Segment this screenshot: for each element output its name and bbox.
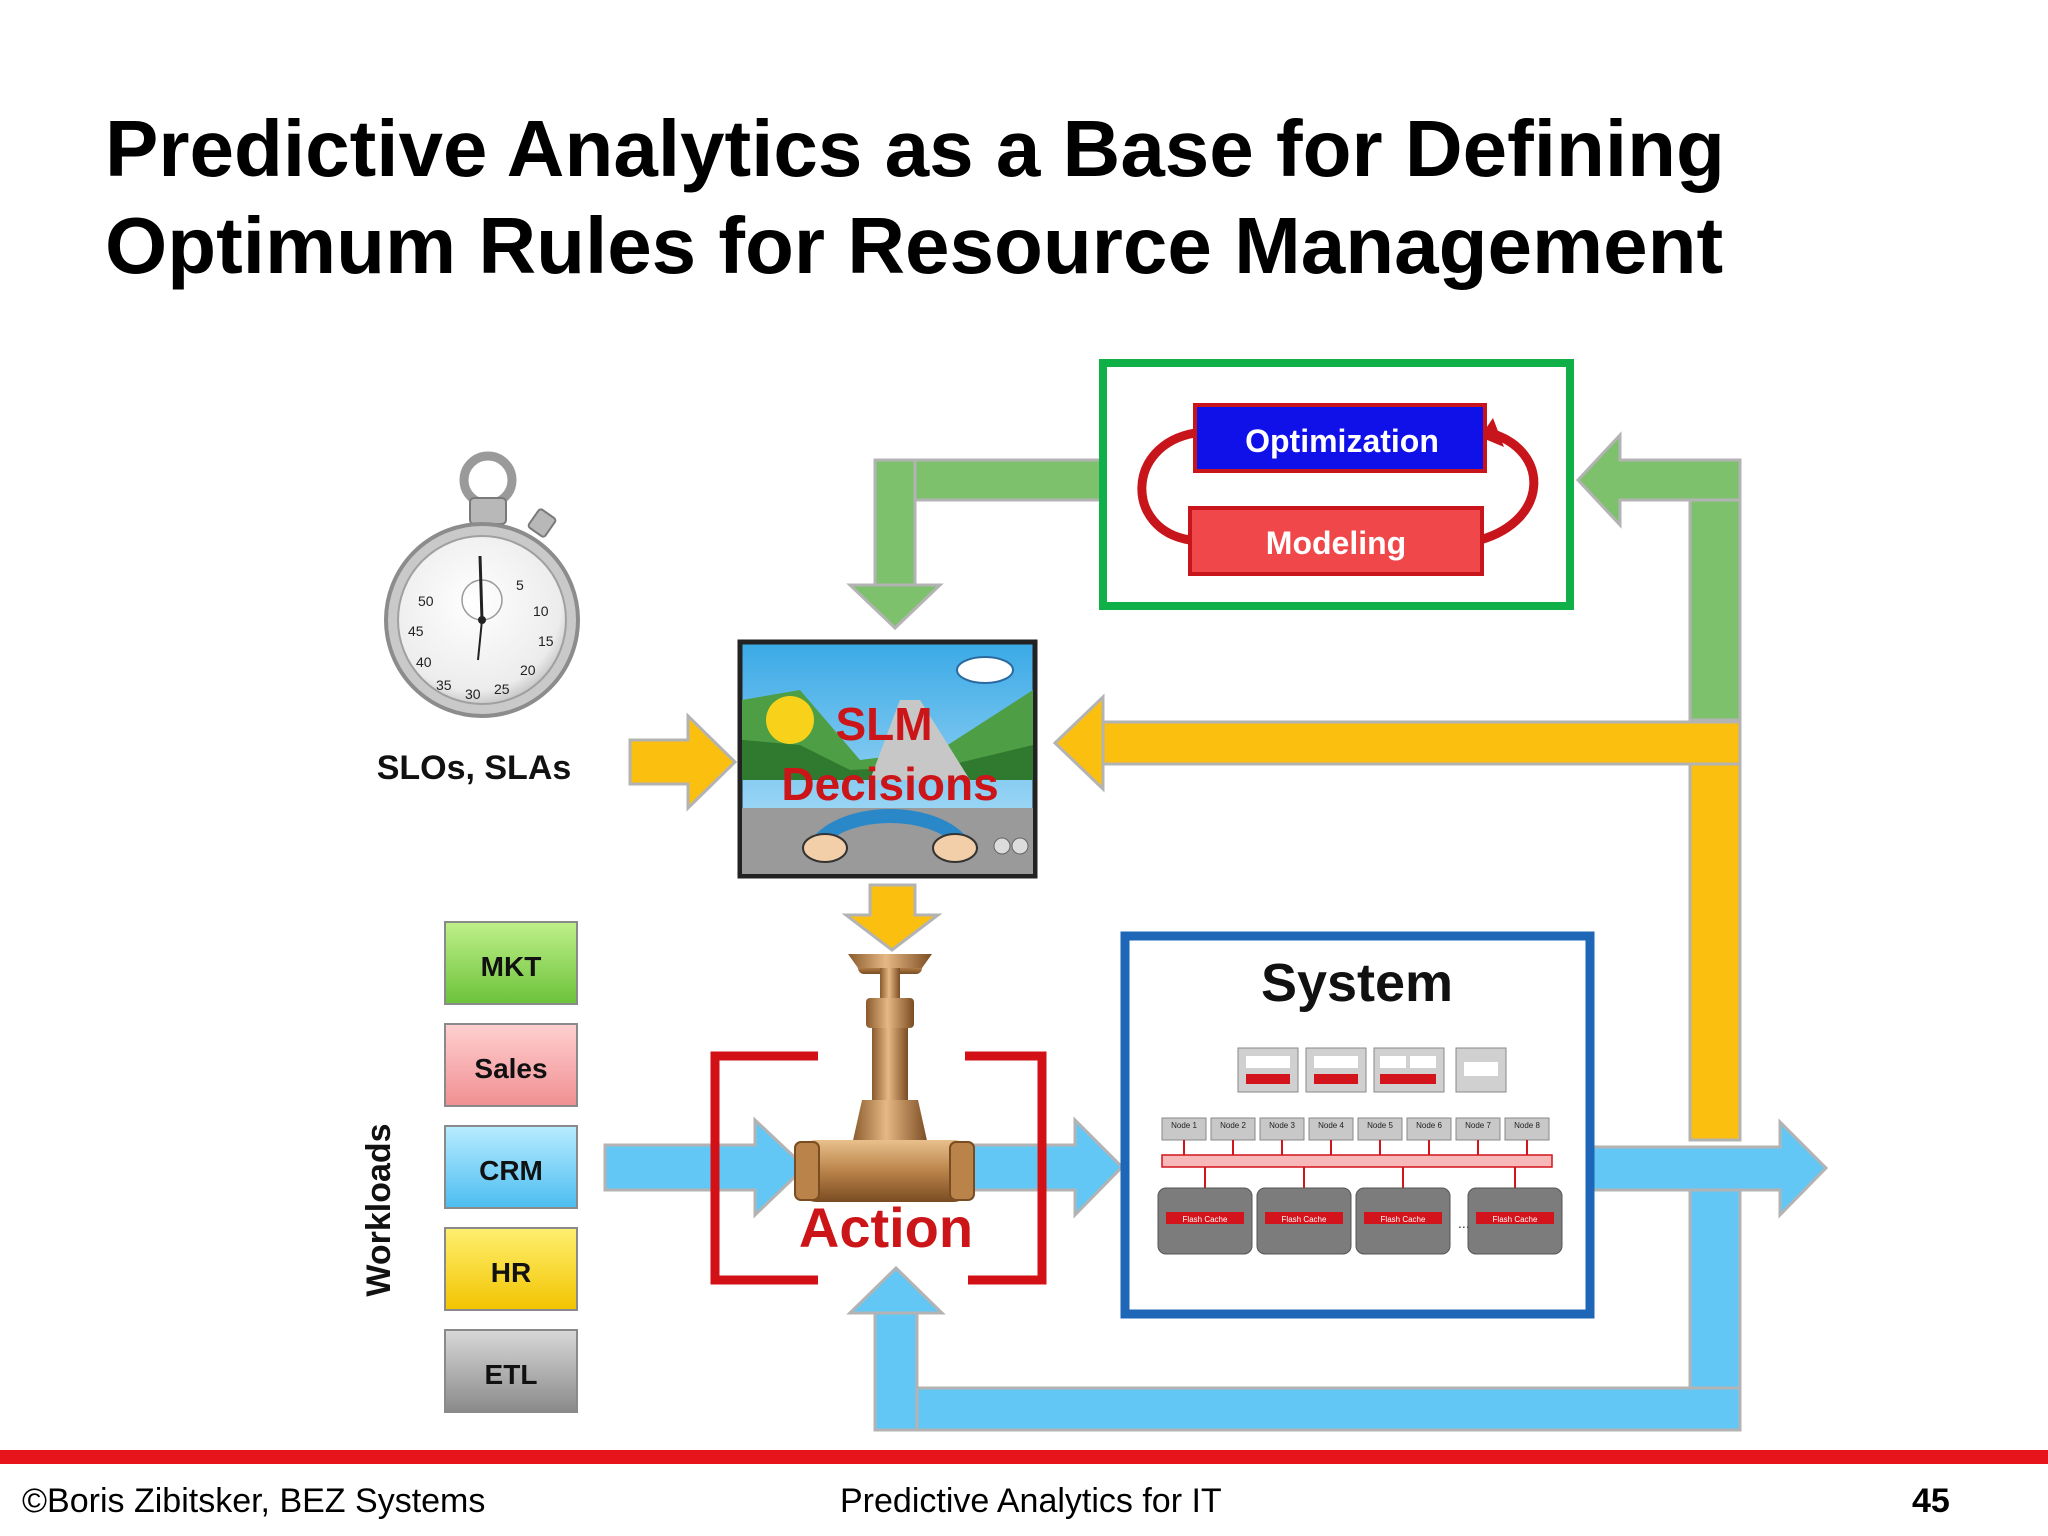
vm-row	[1237, 1047, 1507, 1093]
loop-arrow-right	[1478, 428, 1539, 545]
title-line-2: Optimum Rules for Resource Management	[105, 201, 1724, 290]
footer-bar	[0, 1450, 2048, 1464]
gold-feedback-arrow	[1052, 693, 1742, 1142]
storage-cell-1-label: Flash Cache	[1183, 1215, 1228, 1224]
workload-sales	[444, 1023, 578, 1107]
workload-list: MKT Sales CRM HR ETL	[444, 921, 578, 1413]
decisions-label: Decisions	[781, 758, 998, 810]
storage-ellipsis: ...	[1458, 1215, 1470, 1231]
footer-title: Predictive Analytics for IT	[840, 1482, 1222, 1520]
optimization-box	[1193, 403, 1487, 473]
system-title: System	[1261, 953, 1453, 1013]
watch-num-50: 50	[418, 593, 434, 609]
workload-etl	[444, 1329, 578, 1413]
workload-crm	[444, 1125, 578, 1209]
storage-cell-2-label: Flash Cache	[1282, 1215, 1327, 1224]
storage-cell-4-label: Flash Cache	[1493, 1215, 1538, 1224]
workload-crm-label: CRM	[479, 1155, 543, 1186]
db-node-label: Node 7	[1465, 1121, 1491, 1130]
modeling-label: Modeling	[1266, 525, 1406, 561]
slm-decisions-panel: SLM Decisions	[737, 639, 1038, 879]
workload-etl-label: ETL	[485, 1359, 538, 1390]
storage-cell-3-label: Flash Cache	[1381, 1215, 1426, 1224]
db-node-label: Node 8	[1514, 1121, 1540, 1130]
watch-num-45: 45	[408, 623, 424, 639]
watch-num-10: 10	[533, 603, 549, 619]
storage-cell-row: Flash Cache Flash Cache Flash Cache ... …	[1157, 1187, 1563, 1255]
footer-copyright: ©Boris Zibitsker, BEZ Systems	[22, 1482, 486, 1520]
workload-hr	[444, 1227, 578, 1311]
workload-hr-label: HR	[491, 1257, 531, 1288]
db-node-label: Node 6	[1416, 1121, 1442, 1130]
slide-title: Predictive Analytics as a Base for Defin…	[105, 100, 1955, 294]
interconnect-lines	[1183, 1140, 1528, 1188]
slo-input-arrow	[628, 712, 738, 812]
blue-feedback-arrow	[846, 1188, 1742, 1432]
loop-arrow-left	[1137, 428, 1196, 545]
modeling-box	[1188, 506, 1484, 576]
stopwatch-icon: 5 10 15 20 25 30 35 40 45 50	[384, 451, 580, 718]
workload-mkt	[444, 921, 578, 1005]
workloads-label: Workloads	[360, 1123, 398, 1296]
green-feedback-arrow	[846, 431, 1742, 722]
steering-wheel-icon	[814, 809, 966, 846]
valve-icon	[794, 954, 975, 1202]
optimization-label: Optimization	[1245, 423, 1439, 459]
db-node-label: Node 4	[1318, 1121, 1344, 1130]
db-node-label: Node 2	[1220, 1121, 1246, 1130]
system-box: System Node 1 Node 2 Node 3 Node 4	[1120, 931, 1595, 1319]
network-switch-bar	[1161, 1154, 1553, 1168]
watch-num-20: 20	[520, 662, 536, 678]
action-frame	[710, 1051, 1047, 1285]
watch-num-40: 40	[416, 654, 432, 670]
slm-label: SLM	[835, 698, 932, 750]
watch-num-15: 15	[538, 633, 554, 649]
cloud-icon	[956, 656, 1014, 684]
db-node-label: Node 3	[1269, 1121, 1295, 1130]
system-output-arrow	[1588, 1118, 1829, 1219]
workload-input-arrow	[603, 1116, 808, 1219]
watch-num-5: 5	[516, 577, 524, 593]
sun-icon	[766, 696, 814, 744]
watch-num-30: 30	[465, 686, 481, 702]
title-line-1: Predictive Analytics as a Base for Defin…	[105, 104, 1725, 193]
db-node-label: Node 5	[1367, 1121, 1393, 1130]
workload-mkt-label: MKT	[481, 951, 542, 982]
workload-sales-label: Sales	[474, 1053, 547, 1084]
db-node-label: Node 1	[1171, 1121, 1197, 1130]
action-label: Action	[799, 1196, 973, 1259]
page-number: 45	[1912, 1482, 1950, 1520]
decision-down-arrow	[841, 883, 943, 952]
slos-slas-label: SLOs, SLAs	[377, 749, 572, 787]
optimization-loop-box: Optimization Modeling	[1099, 359, 1574, 610]
watch-num-35: 35	[436, 677, 452, 693]
watch-num-25: 25	[494, 681, 510, 697]
